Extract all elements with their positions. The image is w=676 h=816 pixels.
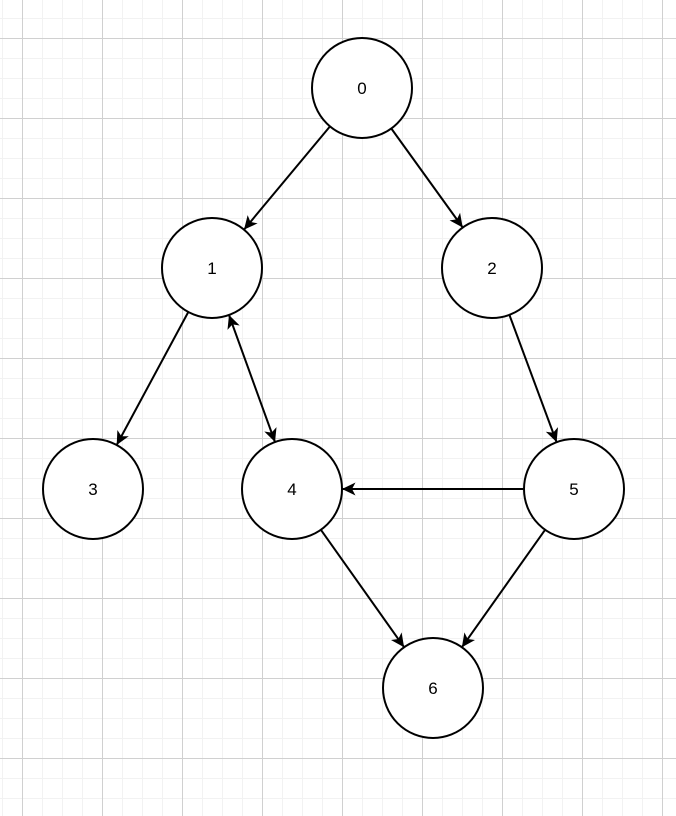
node-5[interactable]: 5 [523,438,625,540]
node-6-circle[interactable] [382,637,484,739]
node-2[interactable]: 2 [441,217,543,319]
node-0-circle[interactable] [311,37,413,139]
node-0[interactable]: 0 [311,37,413,139]
edge-5-6[interactable] [461,529,546,648]
node-3[interactable]: 3 [42,438,144,540]
node-5-circle[interactable] [523,438,625,540]
edge-0-2[interactable] [390,127,464,229]
node-3-circle[interactable] [42,438,144,540]
edge-4-6[interactable] [320,529,405,648]
node-1-circle[interactable] [161,217,263,319]
edge-0-1[interactable] [243,125,331,231]
edge-1-3[interactable] [115,311,190,446]
node-4[interactable]: 4 [241,438,343,540]
edge-2-5[interactable] [508,314,558,443]
node-1[interactable]: 1 [161,217,263,319]
edge-1-4[interactable] [227,314,277,443]
node-4-circle[interactable] [241,438,343,540]
node-6[interactable]: 6 [382,637,484,739]
node-2-circle[interactable] [441,217,543,319]
